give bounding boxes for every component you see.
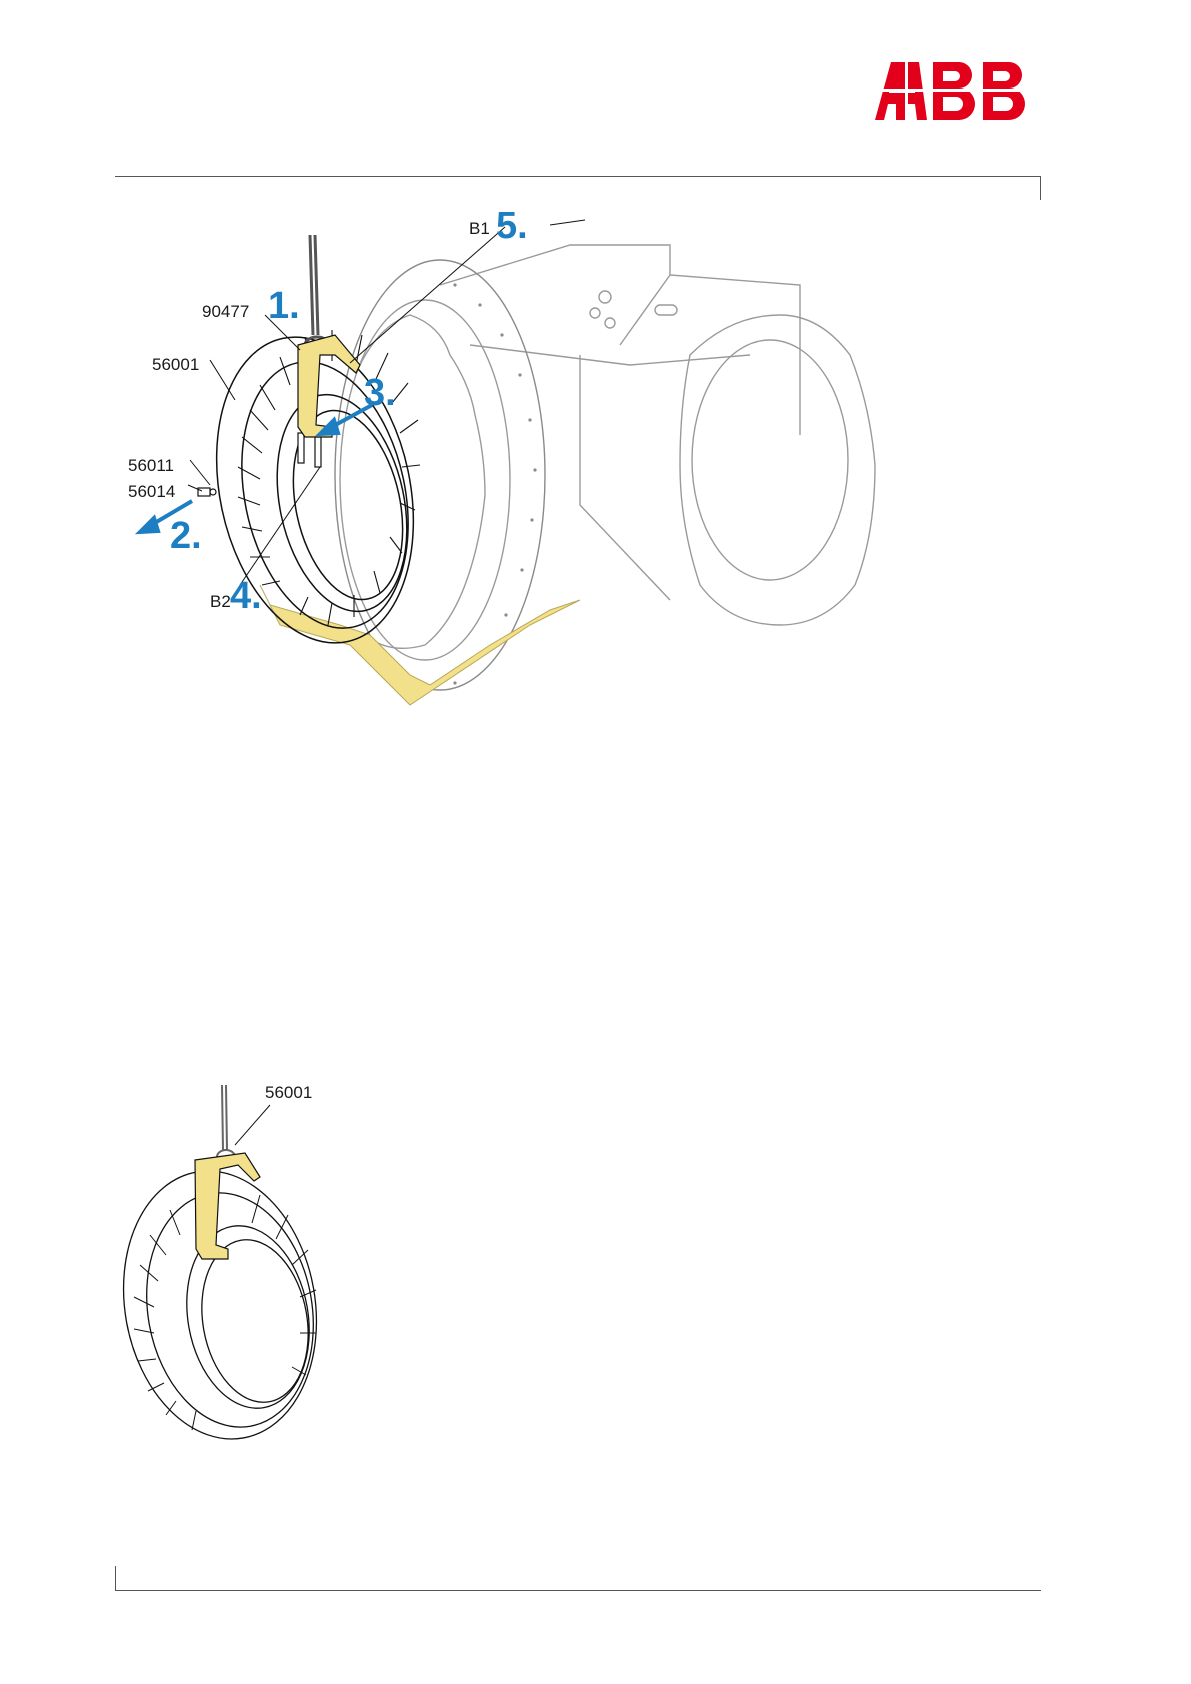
step-4: 4. — [230, 575, 262, 618]
footer-rule-tick — [115, 1566, 116, 1590]
figure-assembly: B1 5. 90477 1. 56001 3. 56011 56014 2. B… — [110, 205, 910, 765]
step-5: 5. — [496, 205, 528, 248]
callout-b2: B2 — [210, 592, 231, 612]
step-1: 1. — [268, 285, 300, 328]
callout-56001: 56001 — [265, 1083, 312, 1103]
callout-b1: B1 — [469, 219, 490, 239]
callout-56001: 56001 — [152, 355, 199, 375]
lifting-tool — [195, 1153, 260, 1259]
callout-56011: 56011 — [128, 456, 174, 476]
lifting-tool — [298, 335, 360, 437]
footer-rule — [115, 1590, 1041, 1591]
step-3: 3. — [364, 372, 396, 415]
assembly-drawing — [110, 205, 910, 765]
header-rule — [115, 176, 1041, 177]
support-stand — [260, 585, 580, 705]
nozzle-ring-drawing — [110, 1085, 370, 1445]
callout-56014: 56014 — [128, 482, 175, 502]
abb-logo — [875, 60, 1035, 122]
step-2: 2. — [170, 515, 202, 558]
figure-nozzle-ring: 56001 — [110, 1085, 370, 1445]
callout-90477: 90477 — [202, 302, 249, 322]
header-rule-tick — [1040, 176, 1041, 200]
lifting-rope — [305, 235, 329, 353]
